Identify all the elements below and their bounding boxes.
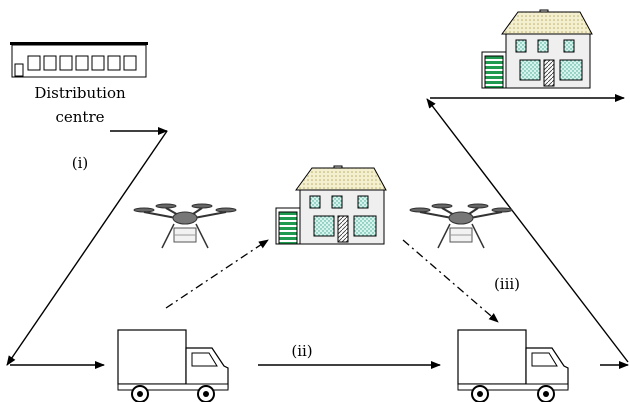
delivery-truck-icon-right — [457, 329, 569, 402]
delivery-drone-icon-left — [133, 203, 237, 249]
delivery-drone-icon-right — [409, 203, 513, 249]
distribution-centre-label-line1: Distribution — [34, 84, 126, 102]
drone-routes — [165, 239, 499, 323]
route-lines — [6, 94, 629, 369]
drone-route-down — [402, 239, 499, 323]
delivery-truck-icon-left — [117, 329, 229, 402]
route-depot-to-truck — [6, 130, 168, 366]
route-i-label: (i) — [72, 154, 89, 172]
drone-route-up — [165, 239, 269, 309]
house-icon-far — [481, 9, 593, 89]
route-iii-label: (iii) — [494, 275, 520, 293]
warehouse-icon — [10, 42, 148, 78]
route-ii-label: (ii) — [291, 342, 312, 360]
route-up-to-far-house — [426, 98, 629, 363]
house-icon-center — [275, 165, 387, 245]
distribution-centre-label-line2: centre — [55, 108, 104, 126]
